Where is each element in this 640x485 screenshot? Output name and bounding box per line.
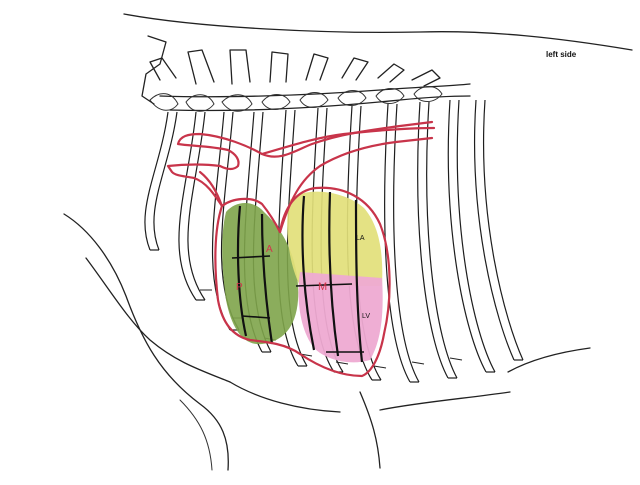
spinous-process	[149, 57, 177, 81]
rib-stroke	[153, 111, 178, 251]
rib-stroke	[456, 99, 496, 373]
rib-over-heart	[260, 213, 274, 345]
rib-overlay	[231, 191, 364, 363]
rib-stroke	[426, 101, 458, 379]
pulmonic-aortic-zone	[222, 203, 299, 345]
left-atrium-zone	[287, 191, 383, 286]
zone-divider	[231, 255, 271, 259]
costal-cartilage-mark	[373, 365, 387, 369]
region-labels: P A M LA LV	[236, 235, 370, 320]
rib-over-heart	[354, 199, 364, 363]
rib-over-heart	[328, 191, 340, 357]
rib-stroke	[482, 99, 524, 361]
rib-stroke	[447, 99, 487, 373]
spinous-process	[187, 49, 215, 85]
rib-stroke	[144, 111, 169, 251]
descending-aorta	[260, 126, 436, 156]
spinous-process	[411, 69, 441, 87]
left-ventricle-label: LV	[362, 313, 370, 320]
rib-over-heart	[236, 205, 248, 337]
vertebral-column	[141, 35, 471, 112]
spinous-process	[341, 57, 369, 81]
rib-stroke	[417, 101, 449, 379]
zone-divider	[241, 315, 271, 319]
rib-stroke	[384, 103, 411, 383]
mitral-label: M	[318, 281, 327, 293]
costal-cartilage-mark	[449, 357, 463, 361]
spinous-process	[305, 53, 329, 81]
aortic-arch	[166, 120, 434, 208]
dorsal-back-line	[123, 13, 633, 51]
heart-region-zones	[222, 191, 383, 363]
great-vessel-outline	[166, 120, 436, 378]
rib-stroke	[473, 99, 515, 361]
costal-cartilage-mark	[335, 361, 349, 365]
rib-stroke	[393, 103, 420, 383]
left-atrium-label: LA	[356, 235, 365, 242]
zone-divider	[295, 283, 353, 287]
spinous-process	[377, 63, 405, 83]
rib-over-heart	[301, 195, 316, 351]
view-side-label: left side	[546, 50, 577, 59]
rib-stroke	[178, 111, 197, 301]
mitral-ventricle-zone	[298, 272, 383, 363]
spinous-process	[229, 49, 251, 85]
heart-outline	[214, 186, 391, 378]
pulmonic-label: P	[236, 282, 243, 293]
body-outline	[63, 213, 591, 471]
pulmonary-vessel	[278, 136, 434, 234]
costal-cartilage-mark	[411, 361, 425, 365]
aortic-label: A	[266, 244, 273, 255]
rib-stroke	[187, 111, 206, 301]
spinous-process	[269, 51, 289, 83]
